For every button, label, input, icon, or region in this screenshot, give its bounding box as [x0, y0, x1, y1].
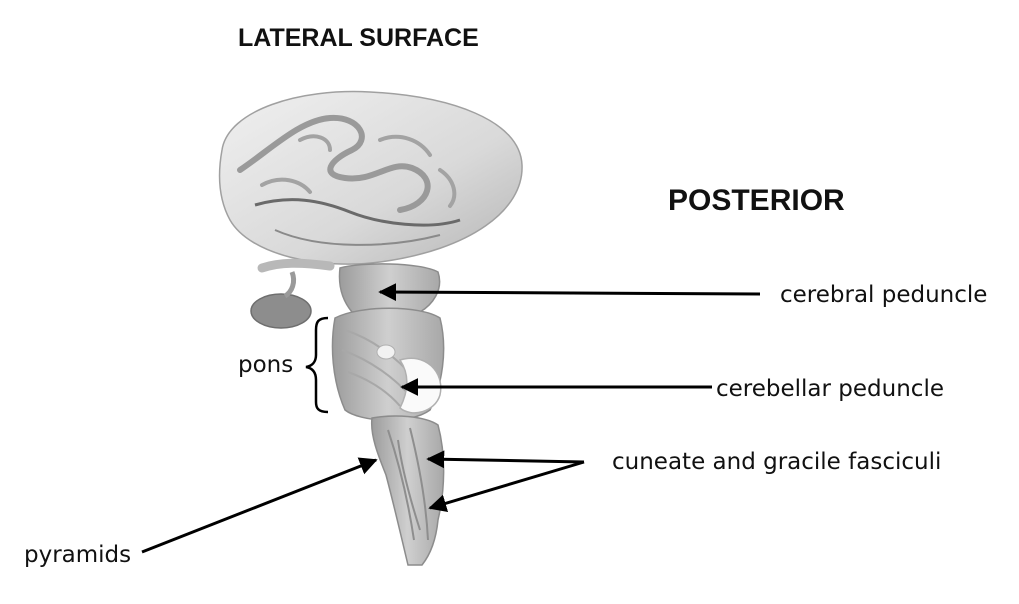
cerebral-hemisphere — [218, 90, 523, 265]
fasciculi-arrow-upper — [426, 450, 585, 469]
pyramids-label: pyramids — [24, 542, 132, 568]
olfactory-bulb — [250, 258, 335, 329]
brainstem — [331, 263, 445, 566]
cuneate-gracile-label: cuneate and gracile fasciculi — [612, 449, 942, 475]
pons-label: pons — [238, 352, 294, 378]
pons-bracket — [305, 316, 329, 414]
cerebellar-peduncle-label: cerebellar peduncle — [716, 376, 944, 402]
cerebral-peduncle-label: cerebral peduncle — [780, 282, 988, 308]
cerebral-peduncle-arrow — [378, 283, 761, 302]
fasciculi-arrow-lower — [428, 460, 585, 512]
lateral-surface-heading: LATERAL SURFACE — [238, 24, 479, 52]
posterior-heading: POSTERIOR — [668, 184, 845, 217]
pyramids-arrow — [141, 457, 378, 554]
